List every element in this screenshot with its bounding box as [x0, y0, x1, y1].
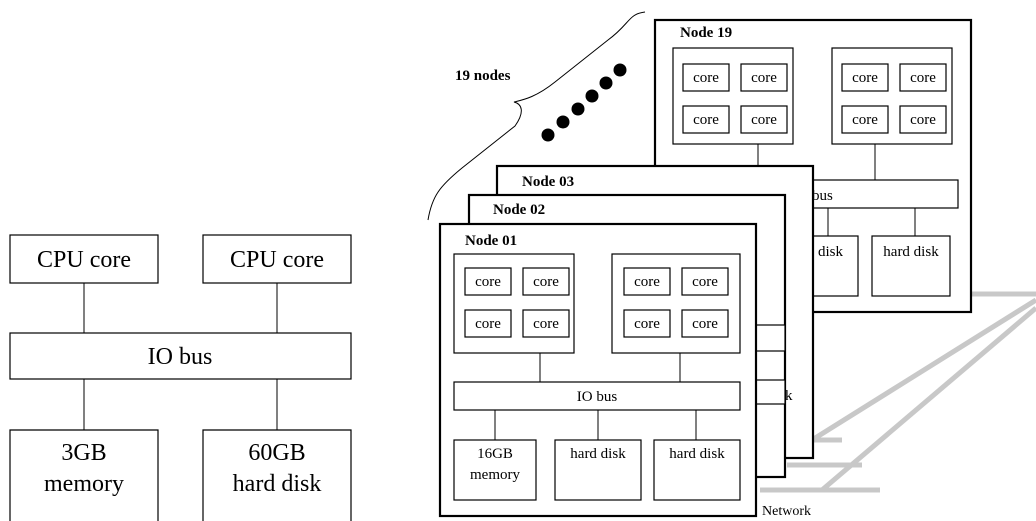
core-label: core	[751, 112, 777, 128]
core-box	[682, 63, 730, 92]
io-bus-label: bus	[812, 188, 833, 204]
disk-size-label: 60GB	[248, 440, 305, 466]
core-label: core	[475, 316, 501, 332]
core-label: core	[692, 274, 718, 290]
hard-disk-label: hard disk	[883, 244, 939, 260]
cpu-core-left-box	[9, 234, 159, 284]
ellipsis-dot	[599, 76, 613, 90]
core-box	[464, 267, 512, 296]
cpu-core-right-box	[202, 234, 352, 284]
hard-disk-label: hard disk	[570, 446, 626, 462]
core-box	[899, 63, 947, 92]
node-01: Node 01 core core core core core core co…	[438, 222, 758, 518]
ellipsis-dot	[585, 89, 599, 103]
core-box	[681, 309, 729, 338]
core-label: core	[910, 112, 936, 128]
single-machine: CPU core CPU core IO bus 3GB memory 60GB…	[9, 234, 352, 521]
core-box	[740, 63, 788, 92]
network-line	[820, 306, 1036, 492]
core-box	[740, 105, 788, 134]
disk-word-label: hard disk	[233, 471, 322, 497]
core-label: core	[533, 316, 559, 332]
memory-box	[453, 439, 537, 501]
hard-disk-box	[653, 439, 741, 501]
core-box	[682, 105, 730, 134]
hard-disk-box	[202, 429, 352, 521]
core-box	[841, 63, 889, 92]
cpu-core-left-label: CPU core	[37, 247, 131, 273]
io-bus-box	[754, 324, 786, 352]
core-box	[522, 267, 570, 296]
ellipsis-dot	[556, 115, 570, 129]
hard-disk-label: disk	[818, 244, 844, 260]
ellipsis-dot	[541, 128, 555, 142]
core-label: core	[693, 70, 719, 86]
node-count-label: 19 nodes	[455, 68, 511, 84]
core-box	[681, 267, 729, 296]
hard-disk-label: hard disk	[669, 446, 725, 462]
core-label: core	[692, 316, 718, 332]
core-box	[841, 105, 889, 134]
core-label: core	[910, 70, 936, 86]
core-box	[623, 309, 671, 338]
hard-disk-box	[871, 235, 951, 297]
core-label: core	[475, 274, 501, 290]
core-box	[623, 267, 671, 296]
core-label: core	[852, 112, 878, 128]
io-bus-box	[453, 381, 741, 411]
network-lines	[760, 291, 1036, 493]
core-label: core	[693, 112, 719, 128]
memory-size-label: 3GB	[61, 440, 106, 466]
node-title: Node 02	[493, 202, 545, 218]
node-title: Node 01	[465, 233, 517, 249]
node-title: Node 03	[522, 174, 574, 190]
core-box	[522, 309, 570, 338]
cpu-core-right-label: CPU core	[230, 247, 324, 273]
ellipsis-dot	[571, 102, 585, 116]
core-label: core	[751, 70, 777, 86]
memory-box	[9, 429, 159, 521]
core-label: core	[852, 70, 878, 86]
hard-disk-label: k	[785, 388, 793, 404]
io-bus-box	[9, 332, 352, 380]
core-box	[899, 105, 947, 134]
core-label: core	[634, 316, 660, 332]
memory-size-label: 16GB	[477, 446, 513, 462]
bracket-brace	[427, 11, 646, 221]
memory-word-label: memory	[44, 471, 124, 497]
core-label: core	[533, 274, 559, 290]
network-label: Network	[762, 504, 811, 519]
io-bus-box	[754, 379, 786, 405]
core-label: core	[634, 274, 660, 290]
io-bus-label: IO bus	[148, 344, 213, 370]
ellipsis-dot	[613, 63, 627, 77]
hard-disk-box	[554, 439, 642, 501]
node-title: Node 19	[680, 25, 732, 41]
ellipsis-dots	[541, 63, 627, 142]
io-bus-label: IO bus	[577, 389, 618, 405]
memory-word-label: memory	[470, 467, 520, 483]
core-box	[464, 309, 512, 338]
network-line	[810, 297, 1036, 443]
